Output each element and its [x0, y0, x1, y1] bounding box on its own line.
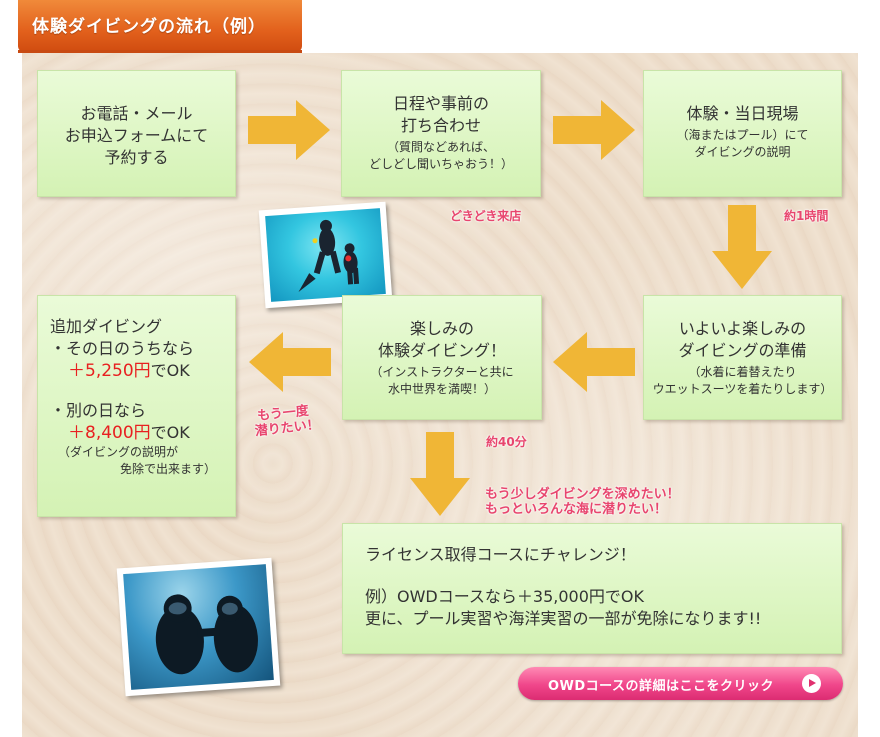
step-reservation-line1: お電話・メール — [80, 104, 193, 123]
preparation-sub1: （水着に着替えたり — [688, 365, 797, 379]
arrow-right-icon — [248, 100, 330, 160]
extra-dive-price1: ＋5,250円 — [68, 361, 151, 381]
step-extra-dive-box: 追加ダイビング ・その日のうちなら ＋5,250円でOK ・別の日なら ＋8,4… — [37, 295, 236, 517]
trial-dive-title1: 楽しみの — [409, 319, 474, 338]
step-meeting-title2: 打ち合わせ — [400, 116, 481, 135]
extra-dive-suffix2: でOK — [150, 423, 190, 442]
step-meeting-title1: 日程や事前の — [392, 94, 489, 113]
extra-dive-price1-line: ＋5,250円でOK — [50, 360, 235, 382]
extra-dive-price2-line: ＋8,400円でOK — [50, 422, 235, 444]
preparation-title2: ダイビングの準備 — [678, 341, 807, 360]
step-explanation-box: 体験・当日現場 （海またはプール）にて ダイビングの説明 — [643, 70, 842, 197]
extra-dive-heading: 追加ダイビング — [50, 317, 163, 336]
arrow-down-icon — [712, 205, 772, 289]
extra-dive-suffix1: でOK — [150, 361, 190, 380]
license-line2: 例）OWDコースなら＋35,000円でOK — [365, 587, 645, 606]
section-header-tab: 体験ダイビングの流れ（例） — [18, 0, 302, 52]
step-license-box: ライセンス取得コースにチャレンジ！ 例）OWDコースなら＋35,000円でOK … — [342, 523, 842, 654]
license-line1: ライセンス取得コースにチャレンジ！ — [365, 545, 636, 564]
step-meeting-sub1: （質問などあれば、 — [386, 140, 495, 154]
step-trial-dive-box: 楽しみの 体験ダイビング！ （インストラクターと共に 水中世界を満喫！） — [342, 295, 542, 420]
extra-dive-item2: ・別の日なら — [50, 401, 147, 420]
arrow-left-icon — [249, 332, 331, 392]
note-deeper: もう少しダイビングを深めたい！ もっといろんな海に潜りたい！ — [485, 487, 680, 517]
extra-dive-price2: ＋8,400円 — [68, 423, 151, 443]
note-deeper-line2: もっといろんな海に潜りたい！ — [485, 502, 668, 517]
trial-dive-sub2: 水中世界を満喫！） — [387, 382, 496, 396]
note-forty-min: 約40分 — [486, 435, 527, 449]
owd-course-details-label: OWDコースの詳細はここをクリック — [548, 679, 775, 694]
trial-dive-sub1: （インストラクターと共に — [370, 365, 514, 379]
note-deeper-line1: もう少しダイビングを深めたい！ — [485, 487, 680, 502]
note-dokidoki: どきどき来店 — [450, 209, 522, 223]
step-reservation-box: お電話・メール お申込フォームにて 予約する — [37, 70, 236, 197]
extra-dive-item1: ・その日のうちなら — [50, 339, 195, 358]
trial-dive-title2: 体験ダイビング！ — [377, 341, 506, 360]
arrow-right-icon — [553, 100, 635, 160]
step-explanation-title: 体験・当日現場 — [686, 104, 799, 123]
diver-photo-2 — [116, 557, 281, 697]
diver-photo-1 — [258, 201, 393, 309]
section-title: 体験ダイビングの流れ（例） — [32, 17, 266, 37]
play-circle-icon — [802, 674, 821, 693]
step-meeting-box: 日程や事前の 打ち合わせ （質問などあれば、 どしどし聞いちゃおう！） — [341, 70, 541, 197]
owd-course-details-button[interactable]: OWDコースの詳細はここをクリック — [518, 667, 843, 700]
extra-dive-note2: 免除で出来ます） — [120, 462, 217, 476]
arrow-left-icon — [553, 332, 635, 392]
arrow-down-icon — [410, 432, 470, 516]
step-explanation-sub2: ダイビングの説明 — [694, 145, 791, 159]
extra-dive-note1: （ダイビングの説明が — [58, 445, 179, 459]
note-one-hour: 約1時間 — [784, 209, 829, 223]
preparation-title1: いよいよ楽しみの — [678, 319, 807, 338]
step-preparation-box: いよいよ楽しみの ダイビングの準備 （水着に着替えたり ウエットスーツを着たりし… — [643, 295, 842, 420]
step-explanation-sub1: （海またはプール）にて — [676, 128, 809, 142]
step-reservation-line2: お申込フォームにて — [64, 126, 209, 145]
license-line3: 更に、プール実習や海洋実習の一部が免除になります!! — [365, 609, 762, 628]
step-meeting-sub2: どしどし聞いちゃおう！） — [368, 157, 513, 171]
header-underline — [18, 50, 302, 53]
step-reservation-line3: 予約する — [104, 148, 169, 167]
preparation-sub2: ウエットスーツを着たりします） — [652, 382, 833, 396]
